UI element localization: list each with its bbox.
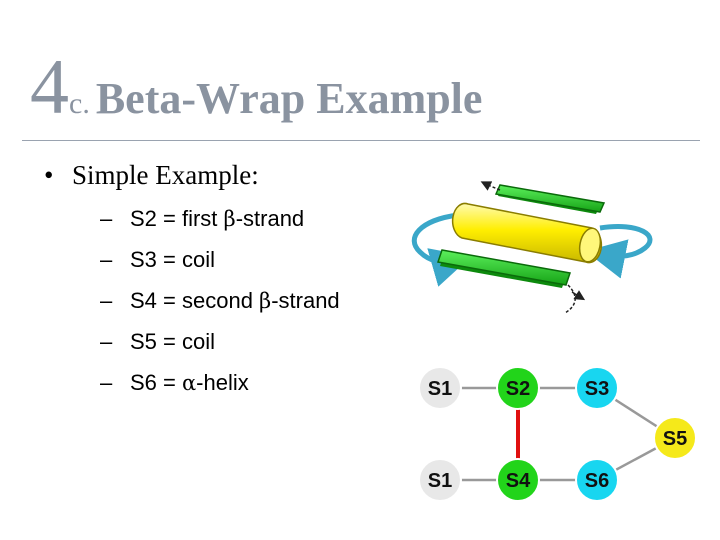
bullet-dot: • [44,160,54,190]
greek-symbol: β [223,207,236,231]
chain-end [564,284,576,314]
graph-node-s4 [496,458,540,502]
title-number: 4 [30,43,69,130]
item-text: S4 = second [130,288,260,313]
slide-title: 4c.Beta-Wrap Example [30,42,482,132]
greek-symbol: β [259,289,272,313]
chain-start-tail [571,290,586,301]
structure-list: –S2 = first β-strand –S3 = coil –S4 = se… [100,200,340,405]
greek-symbol: α [181,371,197,395]
title-text: Beta-Wrap Example [95,74,483,123]
list-item: –S4 = second β-strand [100,288,340,313]
beta-strand-top [494,184,606,214]
graph-node-s6 [575,458,619,502]
item-text: S3 = coil [130,247,215,272]
graph-node-label: S2 [506,378,530,400]
item-text: S2 = first [130,206,224,231]
item-text: S6 = [130,370,182,395]
graph-node-s5 [653,416,697,460]
graph-node-s1 [418,458,462,502]
graph-node-label: S1 [428,378,452,400]
list-item: –S5 = coil [100,329,215,354]
graph-node-label: S4 [506,470,531,492]
chain-start [480,181,501,191]
list-item: –S3 = coil [100,247,215,272]
item-suffix: -helix [196,370,249,395]
item-text: S5 = coil [130,329,215,354]
item-suffix: -strand [235,206,305,231]
coil-arrow-right [585,224,653,279]
graph-node-label: S1 [428,470,452,492]
graph-node-s3 [575,366,619,410]
main-bullet-label: Simple Example: [72,160,259,190]
item-suffix: -strand [271,288,340,313]
beta-strand-bottom [437,249,571,288]
graph-node-label: S3 [585,378,609,400]
list-item: –S6 = α-helix [100,370,249,395]
graph-node-s1 [418,366,462,410]
title-divider [22,140,700,141]
graph-node-s2 [496,366,540,410]
graph-node-label: S5 [663,428,687,450]
title-separator: . [82,87,90,120]
list-item: –S2 = first β-strand [100,206,305,231]
title-letter: c [69,87,83,120]
alpha-helix-cylinder [451,202,603,264]
main-bullet: • Simple Example: [44,160,259,191]
graph-node-label: S6 [585,470,609,492]
